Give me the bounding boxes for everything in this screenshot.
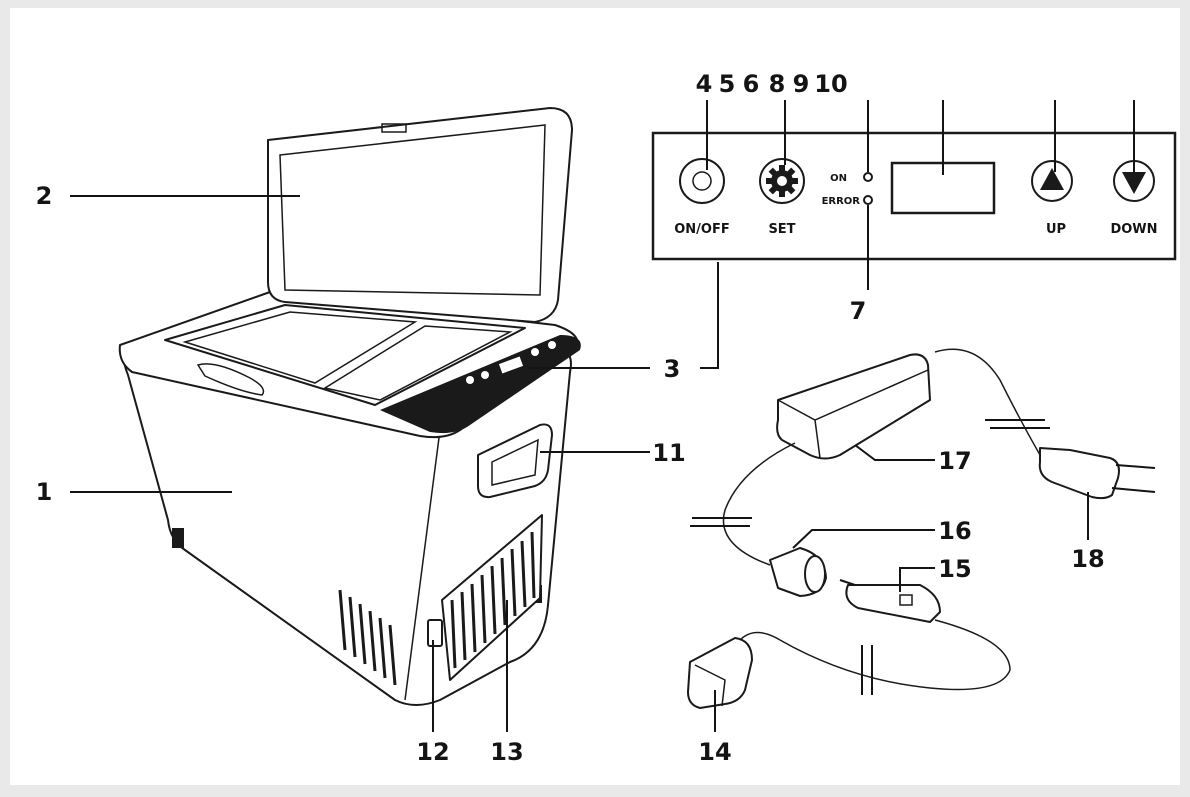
error-led <box>863 195 873 205</box>
on-off-label: ON/OFF <box>674 222 730 237</box>
callout-15: 15 <box>938 555 971 583</box>
cooler-lid-latch <box>381 123 407 133</box>
cooler-front-handle <box>196 363 265 396</box>
callout-12: 12 <box>416 738 449 766</box>
cooler-control-strip <box>380 335 581 434</box>
car-socket-opening <box>804 555 826 593</box>
leader-lines <box>70 195 1089 732</box>
dc-output-plug <box>687 637 753 709</box>
plug-pin <box>1111 487 1156 493</box>
set-label: SET <box>768 222 795 237</box>
power-adapter <box>776 353 931 460</box>
cooler-edge <box>404 429 441 701</box>
leader-line <box>700 262 719 369</box>
callout-8: 8 <box>769 70 786 98</box>
leader-line <box>792 529 935 549</box>
callout-18: 18 <box>1071 545 1104 573</box>
ac-cable <box>934 348 1041 456</box>
strip-button <box>531 348 539 356</box>
on-led-label: ON <box>830 173 847 184</box>
gear-icon <box>766 165 798 197</box>
callout-9: 9 <box>793 70 810 98</box>
callout-5: 5 <box>719 70 736 98</box>
cooler-box <box>118 107 581 706</box>
arrow-up-icon <box>1040 168 1064 190</box>
arrow-down-icon <box>1122 172 1146 194</box>
strip-display <box>498 356 524 374</box>
callout-14: 14 <box>698 738 731 766</box>
callout-4: 4 <box>696 70 713 98</box>
car-plug-tip <box>839 579 856 586</box>
car-plug <box>845 584 941 623</box>
control-panel: ON/OFF SET ON ERROR <box>651 100 1177 290</box>
front-vents <box>338 589 397 686</box>
cooler-compartment <box>323 325 513 401</box>
on-off-button[interactable] <box>679 158 725 204</box>
cooler-foot <box>172 528 184 548</box>
dc-socket <box>427 619 443 647</box>
callout-6: 6 <box>743 70 760 98</box>
cooler-lid-inner <box>279 124 546 296</box>
leader-line <box>854 444 935 461</box>
grille-slots <box>450 531 536 669</box>
plug-pin <box>1115 464 1156 469</box>
leader-line <box>899 567 935 592</box>
dc-cable <box>722 442 796 566</box>
callout-11: 11 <box>652 439 685 467</box>
callout-2: 2 <box>36 182 53 210</box>
cooler-lid <box>267 107 573 323</box>
carry-handle-grip <box>491 438 539 486</box>
on-led <box>863 172 873 182</box>
power-accessories <box>687 348 1156 709</box>
strip-button <box>481 371 489 379</box>
car-plug-switch <box>899 594 913 606</box>
callout-7: 7 <box>850 297 867 325</box>
error-led-label: ERROR <box>822 196 861 207</box>
power-button-icon <box>692 171 712 191</box>
cooler-inner-frame <box>164 304 526 406</box>
up-label: UP <box>1046 222 1066 237</box>
callout-13: 13 <box>490 738 523 766</box>
strip-button <box>548 341 556 349</box>
callout-16: 16 <box>938 517 971 545</box>
cooler-compartment <box>182 311 418 384</box>
dc-output-plug-edge <box>694 664 726 707</box>
dc-output-cable <box>739 619 1011 691</box>
ac-plug <box>1038 447 1120 500</box>
callout-17: 17 <box>938 447 971 475</box>
callout-1: 1 <box>36 478 53 506</box>
down-label: DOWN <box>1110 222 1157 237</box>
callout-3: 3 <box>664 355 681 383</box>
callout-10: 10 <box>814 70 847 98</box>
callout-numbers: 2 1 3 11 12 13 14 15 16 17 18 7 4 5 6 8 … <box>36 70 1105 766</box>
adapter-edge <box>814 419 821 459</box>
strip-button <box>466 376 474 384</box>
